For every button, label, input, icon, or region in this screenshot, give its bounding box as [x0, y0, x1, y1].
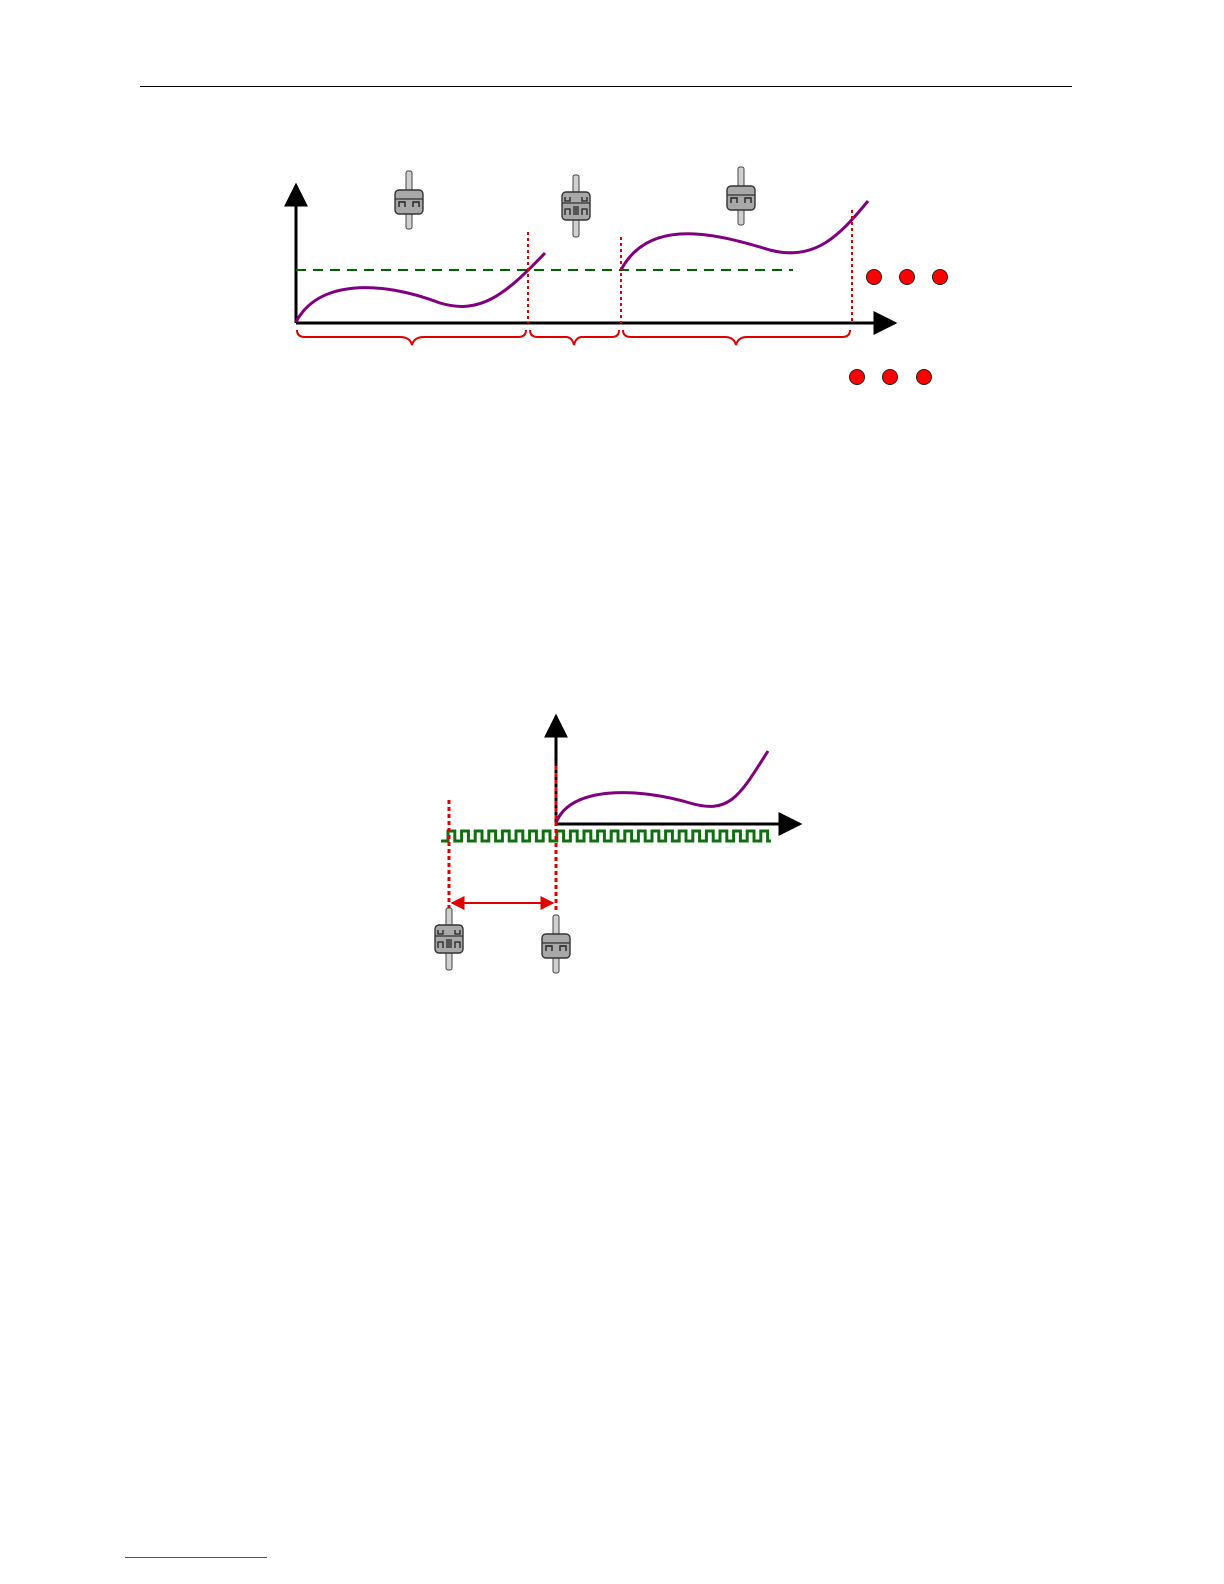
fig1-curve-segment-1 — [296, 253, 545, 322]
fig2-pulse-train — [441, 831, 771, 841]
valve-open-icon — [727, 167, 755, 225]
figure-1 — [296, 167, 948, 385]
valve-closed-icon — [562, 175, 590, 237]
fig1-ellipsis-lower — [850, 370, 932, 385]
fig1-brace-2 — [530, 330, 619, 345]
fig2-curve — [556, 751, 768, 823]
fig1-brace-3 — [623, 330, 850, 345]
valve-closed-icon — [435, 908, 463, 970]
fig1-ellipsis-upper — [867, 270, 948, 285]
valve-open-icon — [395, 171, 423, 229]
figure-2 — [435, 716, 800, 973]
valve-open-icon — [542, 915, 570, 973]
fig1-brace-1 — [297, 330, 526, 345]
